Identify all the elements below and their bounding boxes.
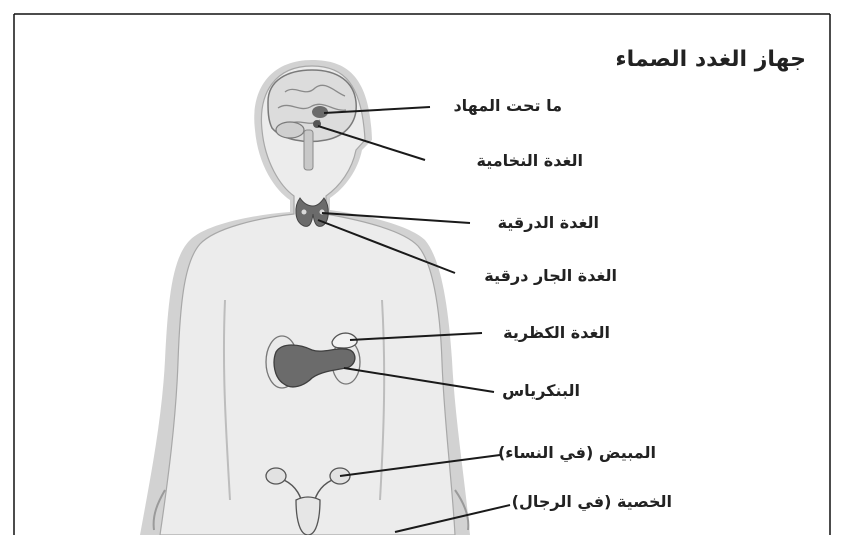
brainstem <box>304 130 313 170</box>
label-ovary: المبيض (في النساء) <box>498 443 656 463</box>
label-testis: الخصية (في الرجال) <box>512 492 672 512</box>
label-hypothalamus: ما تحت المهاد <box>453 96 562 115</box>
label-pancreas: البنكرياس <box>502 381 580 400</box>
label-pituitary: الغدة النخامية <box>477 151 583 170</box>
diagram-title: جهاز الغدد الصماء <box>615 47 806 72</box>
label-thyroid: الغدة الدرقية <box>498 213 599 232</box>
label-parathyroid: الغدة الجار درقية <box>484 266 617 285</box>
label-adrenal: الغدة الكظرية <box>503 323 610 342</box>
cerebellum <box>276 122 304 138</box>
